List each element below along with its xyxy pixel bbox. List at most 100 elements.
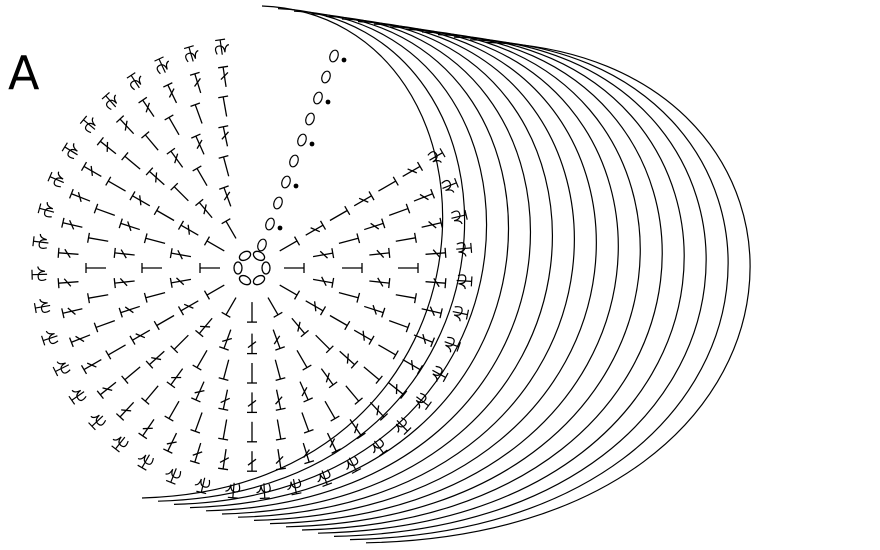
stitch-dc-symbol xyxy=(154,311,176,330)
stitch-dc-symbol xyxy=(190,442,205,464)
chain-oval xyxy=(234,262,242,274)
stitch-dc-symbol xyxy=(218,126,232,148)
starting-chain-column xyxy=(256,49,346,252)
stitch-dc-symbol xyxy=(317,366,337,388)
stitch-dc-symbol xyxy=(81,162,103,181)
stitch-dc-symbol xyxy=(119,302,141,318)
stitch-dc-symbol xyxy=(247,422,257,442)
stitch-dc-symbol xyxy=(421,304,443,318)
stitch-dc-symbol xyxy=(58,277,79,288)
stitch-dc-symbol xyxy=(385,378,407,398)
stitch-dc-symbol xyxy=(338,288,360,303)
chain-oval xyxy=(272,196,284,210)
stitch-dc-symbol xyxy=(122,152,144,173)
stitch-dc-symbol xyxy=(141,383,162,405)
stitch-curl-symbol xyxy=(34,298,51,314)
round-arc xyxy=(206,16,530,510)
stitch-dc-symbol xyxy=(167,148,187,170)
round-arc xyxy=(190,14,508,508)
stitch-dc-symbol xyxy=(114,276,135,288)
stitch-curl-symbol xyxy=(154,56,173,76)
stitch-dc-symbol xyxy=(122,363,144,384)
center-ring xyxy=(234,249,270,286)
stitch-curl-symbol xyxy=(62,140,82,160)
stitch-dc-symbol xyxy=(94,204,116,220)
stitch-dc-symbol xyxy=(336,348,358,369)
stitch-dc-symbol xyxy=(321,399,340,421)
stitch-dc-symbol xyxy=(62,304,84,318)
slip-stitch-dot xyxy=(310,142,315,147)
chain-oval xyxy=(238,274,252,287)
stitch-dc-symbol xyxy=(400,355,422,374)
slip-stitch-dot xyxy=(278,226,283,231)
stitch-dc-symbol xyxy=(193,348,212,370)
stitch-dc-symbol xyxy=(303,296,325,315)
stitch-dc-symbol xyxy=(342,263,362,273)
stitch-dc-symbol xyxy=(376,177,398,196)
stitch-dc-symbol xyxy=(247,334,257,354)
slip-stitch-dot xyxy=(326,100,331,105)
stitch-curl-symbol xyxy=(32,266,47,280)
stitch-curl-symbol xyxy=(391,416,412,437)
stitch-dc-symbol xyxy=(70,189,92,206)
stitch-dc-symbol xyxy=(163,431,181,453)
chain-oval xyxy=(304,112,316,126)
stitch-dc-symbol xyxy=(106,341,128,360)
stitch-dc-symbol xyxy=(58,248,79,259)
chain-oval xyxy=(328,49,340,63)
stitch-dc-symbol xyxy=(97,378,119,398)
chain-oval xyxy=(280,175,292,189)
stitch-curl-symbol xyxy=(80,114,100,134)
stitch-dc-symbol xyxy=(81,355,103,374)
stitch-curl-symbol xyxy=(67,385,87,405)
stitch-dc-symbol xyxy=(97,137,119,157)
chain-oval xyxy=(320,70,332,84)
stitch-dc-symbol xyxy=(139,97,159,119)
stitch-curl-symbol xyxy=(456,242,472,257)
stitch-dc-symbol xyxy=(178,296,200,315)
stitch-dc-symbol xyxy=(171,332,192,353)
stitch-dc-symbol xyxy=(222,219,241,241)
stitch-dc-symbol xyxy=(218,66,231,87)
stitch-curl-symbol xyxy=(315,469,333,488)
stitch-dc-symbol xyxy=(295,380,312,402)
stitch-curl-symbol xyxy=(101,90,121,111)
stitch-dc-symbol xyxy=(204,281,226,300)
stitch-curl-symbol xyxy=(451,306,469,323)
stitch-dc-symbol xyxy=(288,315,309,337)
stitch-dc-symbol xyxy=(219,358,234,380)
stitch-dc-symbol xyxy=(247,392,257,412)
stitch-dc-symbol xyxy=(70,330,92,347)
chain-oval xyxy=(296,133,308,147)
stitch-dc-symbol xyxy=(193,166,212,188)
stitch-dc-symbol xyxy=(387,316,409,332)
stitch-dc-symbol xyxy=(421,218,443,232)
stitch-dc-symbol xyxy=(369,248,390,260)
stitch-dc-symbol xyxy=(247,302,257,322)
stitch-dc-symbol xyxy=(119,219,141,235)
stitch-dc-symbol xyxy=(167,366,187,388)
stitch-dc-symbol xyxy=(86,263,106,273)
chain-oval xyxy=(252,249,266,262)
round-arc xyxy=(270,27,618,524)
stitch-dc-symbol xyxy=(369,276,390,288)
stitch-dc-symbol xyxy=(247,451,257,471)
stitch-dc-symbol xyxy=(277,237,299,256)
stitch-curl-symbol xyxy=(183,45,201,63)
stitch-dc-symbol xyxy=(146,168,168,189)
stitch-curl-symbol xyxy=(440,177,459,196)
stitch-curl-symbol xyxy=(135,451,155,471)
stitch-curl-symbol xyxy=(412,392,432,412)
stitch-dc-symbol xyxy=(338,233,360,248)
stitch-dc-symbol xyxy=(178,221,200,240)
stitch-curl-symbol xyxy=(214,39,230,56)
stitch-dc-symbol xyxy=(116,116,137,137)
stitch-dc-symbol xyxy=(106,177,128,196)
stitch-dc-symbol xyxy=(154,206,176,225)
stitch-dc-symbol xyxy=(297,411,313,433)
stitch-symbols xyxy=(32,39,472,499)
stitch-dc-symbol xyxy=(191,411,207,433)
stitch-dc-symbol xyxy=(130,326,152,345)
stitch-dc-symbol xyxy=(327,311,349,330)
stitch-curl-symbol xyxy=(48,169,67,188)
